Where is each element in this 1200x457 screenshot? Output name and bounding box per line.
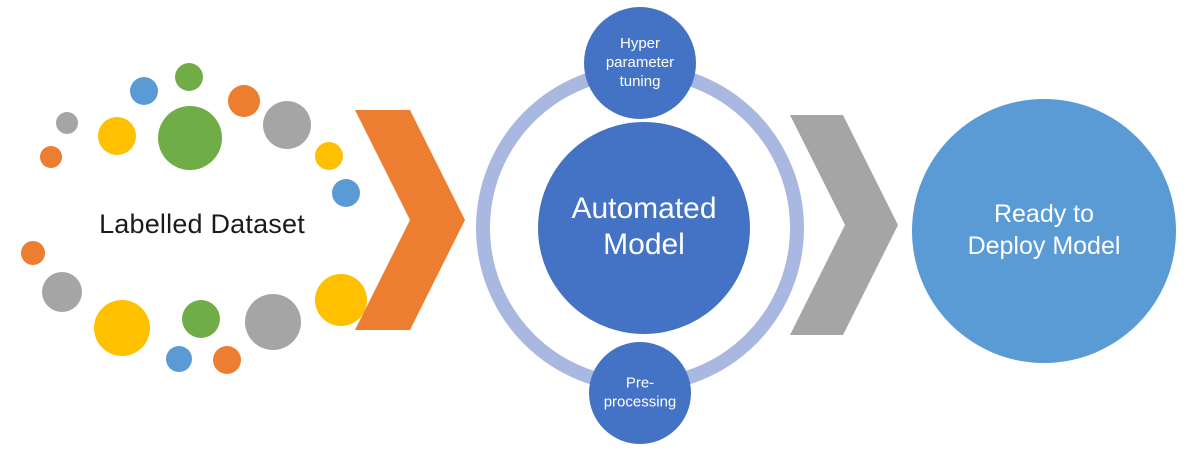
- dataset-dot-orange-1: [40, 146, 62, 168]
- hyperparameter-tuning-circle[interactable]: [584, 7, 696, 119]
- dataset-dot-yellow-8: [315, 142, 343, 170]
- dataset-dot-green-5: [158, 106, 222, 170]
- dataset-dot-orange-6: [228, 85, 260, 117]
- dataset-dot-group: [21, 63, 367, 374]
- automated-model-circle[interactable]: [538, 122, 750, 334]
- labelled-dataset-cluster[interactable]: Labelled Dataset: [21, 63, 367, 374]
- dataset-dot-gray-11: [42, 272, 82, 312]
- dataset-dot-green-4: [175, 63, 203, 91]
- dataset-dot-blue-13: [166, 346, 192, 372]
- dataset-dot-blue-3: [130, 77, 158, 105]
- chevron-right-orange-icon: [355, 110, 465, 330]
- labelled-dataset-label: Labelled Dataset: [99, 209, 305, 239]
- pre-processing-label: Pre-processing: [604, 374, 677, 410]
- dataset-dot-yellow-2: [98, 117, 136, 155]
- dataset-dot-green-14: [182, 300, 220, 338]
- dataset-dot-blue-9: [332, 179, 360, 207]
- dataset-dot-gray-16: [245, 294, 301, 350]
- dataset-dot-gray-0: [56, 112, 78, 134]
- chevron-right-gray-icon: [790, 115, 898, 335]
- ready-to-deploy-model-circle[interactable]: [912, 99, 1176, 363]
- dataset-dot-orange-10: [21, 241, 45, 265]
- dataset-dot-yellow-12: [94, 300, 150, 356]
- pre-processing-circle[interactable]: [589, 342, 691, 444]
- dataset-dot-yellow-17: [315, 274, 367, 326]
- dataset-dot-gray-7: [263, 101, 311, 149]
- dataset-dot-orange-15: [213, 346, 241, 374]
